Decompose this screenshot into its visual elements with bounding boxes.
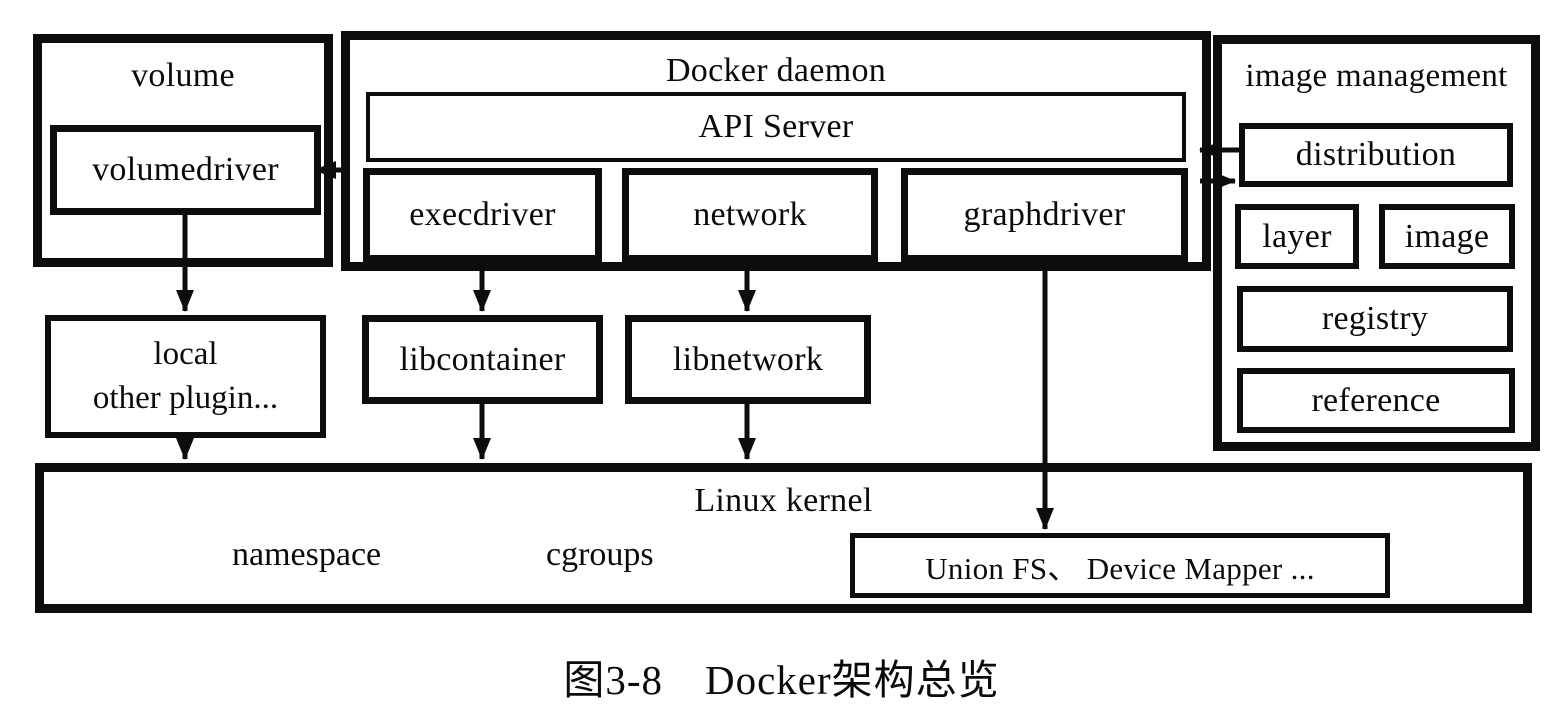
libnetwork-box: libnetwork: [625, 315, 871, 404]
reference-label: reference: [1311, 381, 1441, 419]
layer-label: layer: [1262, 217, 1332, 255]
registry-label: registry: [1321, 300, 1429, 337]
union-fs-label: Union FS、 Device Mapper ...: [925, 551, 1315, 586]
local-plugin-box: local other plugin...: [45, 315, 326, 438]
registry-box: registry: [1237, 286, 1513, 352]
network-label: network: [693, 196, 807, 233]
libnetwork-label: libnetwork: [672, 340, 824, 378]
local-plugin-line1: local: [153, 335, 218, 372]
volumedriver-label: volumedriver: [92, 151, 279, 188]
figure-caption: 图3-8 Docker架构总览: [563, 657, 1000, 703]
distribution-box: distribution: [1239, 123, 1513, 187]
volumedriver-box: volumedriver: [50, 125, 321, 215]
docker-daemon-title: Docker daemon: [665, 52, 887, 89]
volume-panel-title: volume: [131, 57, 235, 94]
local-plugin-line2: other plugin...: [92, 379, 279, 416]
linux-kernel-panel: Linux kernel: [35, 463, 1532, 613]
libcontainer-label: libcontainer: [399, 340, 566, 378]
execdriver-label: execdriver: [409, 196, 556, 233]
cgroups-label: cgroups: [546, 536, 654, 573]
namespace-label: namespace: [232, 536, 382, 573]
image-box: image: [1379, 204, 1515, 269]
network-box: network: [622, 168, 878, 262]
libcontainer-box: libcontainer: [362, 315, 603, 404]
graphdriver-label: graphdriver: [963, 196, 1126, 233]
api-server-box: API Server: [366, 92, 1186, 162]
distribution-label: distribution: [1295, 136, 1457, 173]
image-management-title: image management: [1245, 58, 1508, 94]
graphdriver-box: graphdriver: [901, 168, 1188, 262]
union-fs-box: Union FS、 Device Mapper ...: [850, 533, 1390, 598]
image-management-panel: image management: [1213, 35, 1540, 451]
linux-kernel-title: Linux kernel: [694, 482, 873, 519]
execdriver-box: execdriver: [363, 168, 602, 262]
api-server-label: API Server: [698, 108, 854, 145]
reference-box: reference: [1237, 368, 1515, 433]
layer-box: layer: [1235, 204, 1359, 269]
image-label: image: [1404, 217, 1490, 255]
